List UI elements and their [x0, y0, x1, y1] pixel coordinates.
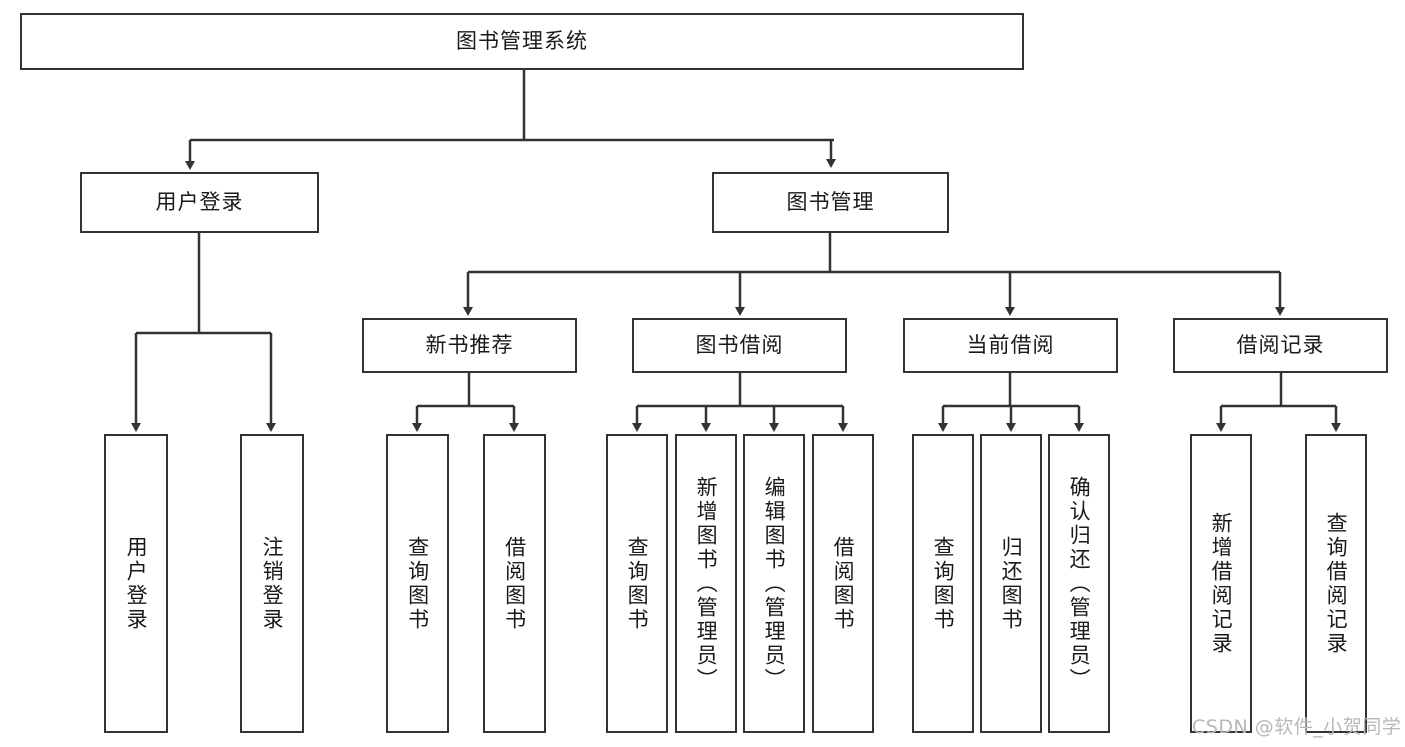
leaf-borrow-edit-book-admin[interactable]: 编辑图书（管理员） [743, 434, 805, 733]
node-label: 用户登录 [124, 535, 149, 632]
leaf-current-query-book[interactable]: 查询图书 [912, 434, 974, 733]
node-user-login[interactable]: 用户登录 [80, 172, 319, 233]
node-label: 当前借阅 [966, 333, 1055, 358]
leaf-record-add-record[interactable]: 新增借阅记录 [1190, 434, 1252, 733]
node-label: 新书推荐 [425, 333, 514, 358]
node-label: 图书管理系统 [456, 29, 588, 54]
node-label: 查询图书 [931, 535, 956, 632]
node-label: 注销登录 [260, 535, 285, 632]
node-current-borrow[interactable]: 当前借阅 [903, 318, 1118, 373]
node-root-system[interactable]: 图书管理系统 [20, 13, 1024, 70]
node-label: 编辑图书（管理员） [762, 475, 787, 692]
node-label: 归还图书 [999, 535, 1024, 632]
node-label: 图书管理 [786, 190, 875, 215]
watermark-text: CSDN @软件_小贺同学 [1192, 716, 1402, 738]
node-label: 新增借阅记录 [1209, 511, 1234, 656]
node-new-book-recommend[interactable]: 新书推荐 [362, 318, 577, 373]
node-label: 借阅图书 [831, 535, 856, 632]
node-label: 查询图书 [625, 535, 650, 632]
leaf-record-query-record[interactable]: 查询借阅记录 [1305, 434, 1367, 733]
leaf-borrow-borrow-book[interactable]: 借阅图书 [812, 434, 874, 733]
node-label: 借阅图书 [502, 535, 527, 632]
leaf-recommend-query-book[interactable]: 查询图书 [386, 434, 449, 733]
node-book-management[interactable]: 图书管理 [712, 172, 949, 233]
leaf-user-login[interactable]: 用户登录 [104, 434, 168, 733]
leaf-user-logout[interactable]: 注销登录 [240, 434, 304, 733]
node-label: 借阅记录 [1236, 333, 1325, 358]
node-borrow-record[interactable]: 借阅记录 [1173, 318, 1388, 373]
node-label: 图书借阅 [695, 333, 784, 358]
leaf-borrow-add-book-admin[interactable]: 新增图书（管理员） [675, 434, 737, 733]
node-book-borrow[interactable]: 图书借阅 [632, 318, 847, 373]
node-label: 查询借阅记录 [1324, 511, 1349, 656]
node-label: 新增图书（管理员） [694, 475, 719, 692]
leaf-current-return-book[interactable]: 归还图书 [980, 434, 1042, 733]
node-label: 用户登录 [155, 190, 244, 215]
leaf-current-confirm-return-admin[interactable]: 确认归还（管理员） [1048, 434, 1110, 733]
node-label: 查询图书 [405, 535, 430, 632]
leaf-recommend-borrow-book[interactable]: 借阅图书 [483, 434, 546, 733]
leaf-borrow-query-book[interactable]: 查询图书 [606, 434, 668, 733]
node-label: 确认归还（管理员） [1067, 475, 1092, 692]
